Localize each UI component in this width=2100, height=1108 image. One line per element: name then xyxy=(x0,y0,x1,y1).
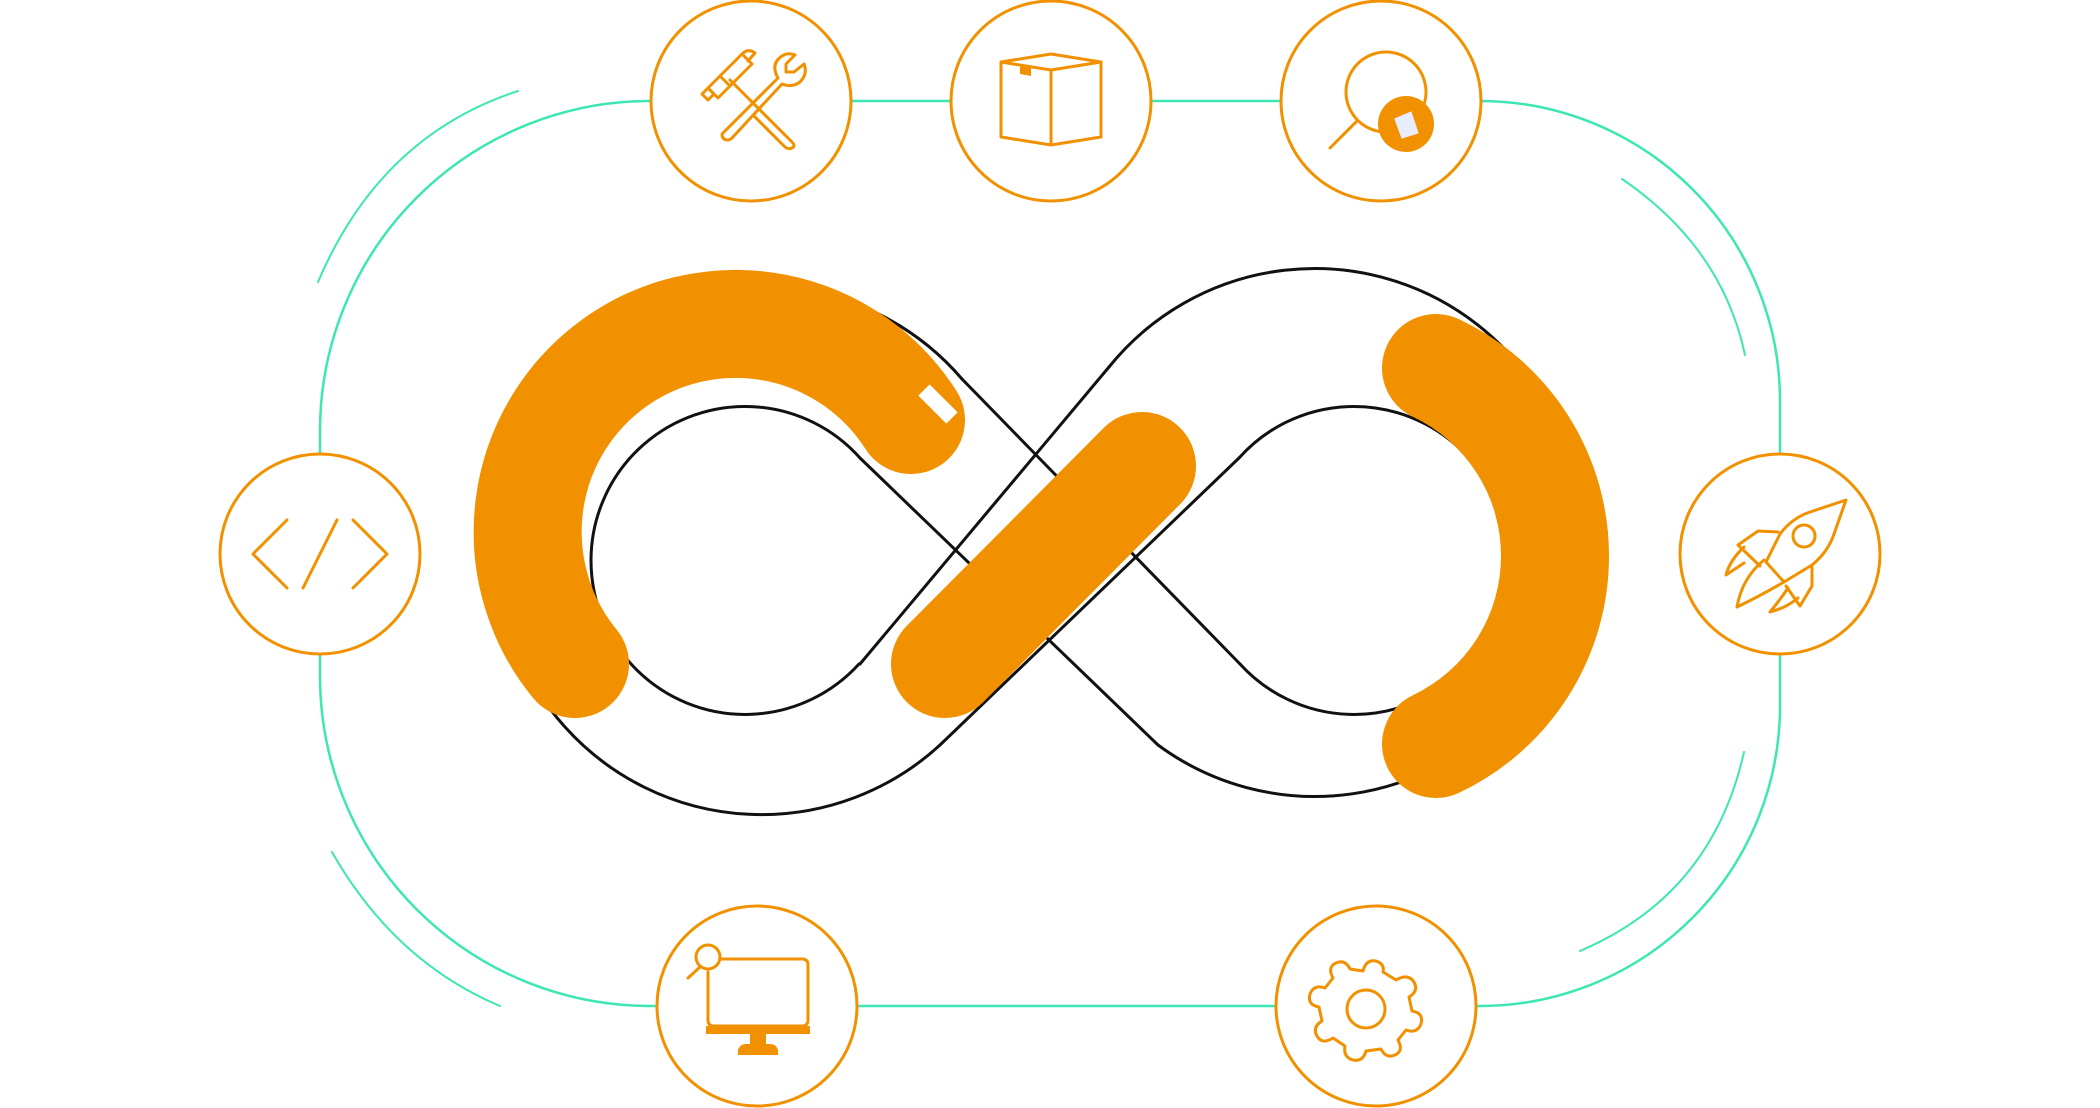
decorative-arc-bottom-right xyxy=(1579,751,1745,952)
node-configure[interactable] xyxy=(1274,904,1478,1108)
node-monitor-ring xyxy=(655,904,859,1108)
node-package[interactable] xyxy=(949,0,1153,203)
band-diagonal xyxy=(891,412,1196,718)
decorative-arc-bottom-left xyxy=(331,851,501,1007)
monitor-icon xyxy=(686,943,810,1055)
band-gap-left xyxy=(918,384,958,424)
infinity-loop xyxy=(473,267,1609,817)
tools-icon xyxy=(700,49,807,151)
outer-connector-track xyxy=(318,99,1782,1008)
gear-icon xyxy=(1307,959,1424,1062)
node-tools[interactable] xyxy=(649,0,853,203)
magnifier-icon xyxy=(1328,50,1434,152)
node-monitor[interactable] xyxy=(655,904,859,1108)
node-deploy[interactable] xyxy=(1678,452,1882,656)
code-icon xyxy=(251,518,389,590)
node-configure-ring xyxy=(1274,904,1478,1108)
node-inspect-ring xyxy=(1279,0,1483,203)
node-deploy-ring xyxy=(1678,452,1882,656)
loop-cross-b xyxy=(858,365,1111,666)
rocket-icon xyxy=(1724,498,1848,614)
decorative-arc-top-right xyxy=(1621,178,1746,356)
decorative-arc-top-left xyxy=(317,90,519,283)
band-left-arc xyxy=(473,269,965,718)
package-icon xyxy=(999,52,1103,147)
decorative-arcs xyxy=(317,90,1746,1007)
node-inspect[interactable] xyxy=(1279,0,1483,203)
node-code[interactable] xyxy=(218,452,422,656)
infinity-bands xyxy=(473,269,1609,798)
loop-inner-left xyxy=(589,404,862,716)
band-right-arc xyxy=(1382,314,1609,798)
loop-cross-d xyxy=(938,456,1241,747)
